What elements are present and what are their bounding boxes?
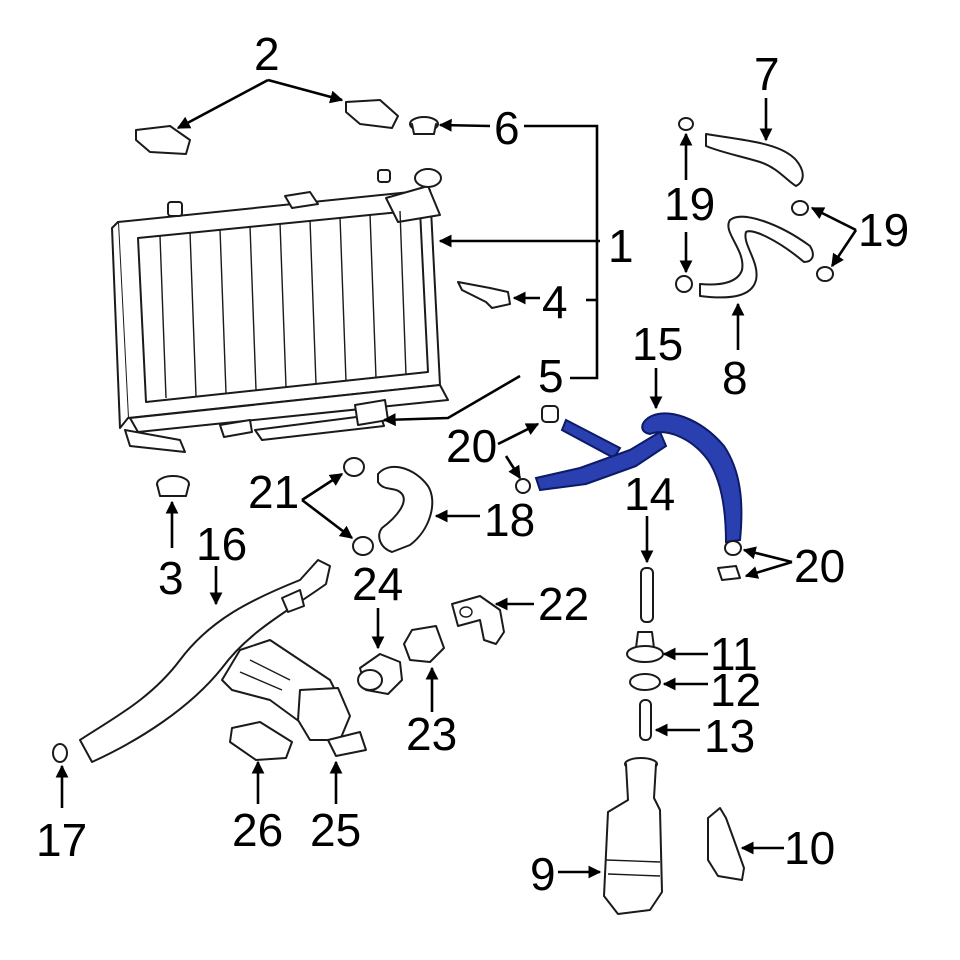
heater-hose-lower: [699, 215, 814, 299]
coolant-reservoir: [603, 757, 663, 915]
callout-1: 1: [608, 220, 634, 272]
callout-9: 9: [530, 848, 556, 900]
hose-clamp: [791, 200, 809, 216]
callout-8: 8: [722, 352, 748, 404]
callout-10: 10: [784, 822, 835, 874]
hose-clamp: [816, 266, 834, 282]
callout-5: 5: [538, 350, 564, 402]
hose-14: [640, 567, 654, 623]
water-pipe: [79, 559, 331, 763]
seal-ring: [629, 673, 661, 691]
callout-22: 22: [538, 578, 589, 630]
heater-hose-upper: [705, 133, 804, 187]
overflow-hose-lower: [534, 430, 668, 492]
callout-16: 16: [196, 518, 247, 570]
reservoir-bracket: [707, 807, 745, 881]
callout-23: 23: [406, 708, 457, 760]
hose-clamp: [724, 540, 742, 556]
hose-clamp: [541, 405, 559, 423]
radiator-hose: [377, 465, 434, 553]
callout-26: 26: [232, 804, 283, 856]
leader-lines: [55, 78, 858, 879]
hose-clamp-upper: [343, 457, 365, 477]
callout-21: 21: [248, 466, 299, 518]
hose-clamp: [515, 478, 531, 494]
callout-15: 15: [632, 318, 683, 370]
callout-17: 17: [36, 814, 87, 866]
radiator-cap: [409, 116, 439, 135]
hose-13: [639, 699, 652, 741]
callout-24: 24: [352, 558, 403, 610]
callout-14: 14: [624, 468, 675, 520]
radiator: [111, 168, 449, 453]
overflow-hose-highlighted: [534, 412, 743, 544]
callout-20-right: 20: [794, 540, 845, 592]
callout-11: 11: [710, 628, 758, 680]
callout-2: 2: [254, 28, 280, 80]
callout-7: 7: [754, 48, 780, 100]
callout-20-left: 20: [446, 420, 497, 472]
callout-3: 3: [158, 552, 184, 604]
drain-plug: [457, 281, 511, 309]
gasket-26: [229, 721, 293, 761]
mount-cushion: [156, 475, 190, 497]
overflow-hose-main: [641, 412, 743, 544]
overflow-hose-branch: [560, 418, 622, 460]
thermostat: [357, 653, 403, 695]
hose-clamp: [678, 117, 694, 131]
hose-clamp: [675, 275, 693, 293]
water-outlet-fitting: [451, 595, 505, 645]
hose-clamp: [717, 565, 741, 581]
gasket-23: [403, 625, 445, 663]
bracket-right: [345, 99, 399, 129]
callout-12: 12: [710, 664, 761, 716]
callout-6: 6: [494, 102, 520, 154]
reservoir-cap: [626, 631, 664, 663]
bracket-left: [135, 125, 191, 155]
o-ring-17: [52, 743, 68, 763]
hose-clamp-lower: [352, 536, 374, 556]
callout-4: 4: [542, 276, 568, 328]
callout-19-left: 19: [664, 178, 715, 230]
water-inlet-assembly: [221, 639, 367, 757]
callout-19-right: 19: [858, 204, 909, 256]
callout-18: 18: [484, 494, 535, 546]
callout-13: 13: [704, 710, 755, 762]
callout-labels: 1 2 3 4 5 6 7 8 9 10 11 12 13 14 15 16 1…: [36, 28, 909, 900]
callout-25: 25: [310, 804, 361, 856]
